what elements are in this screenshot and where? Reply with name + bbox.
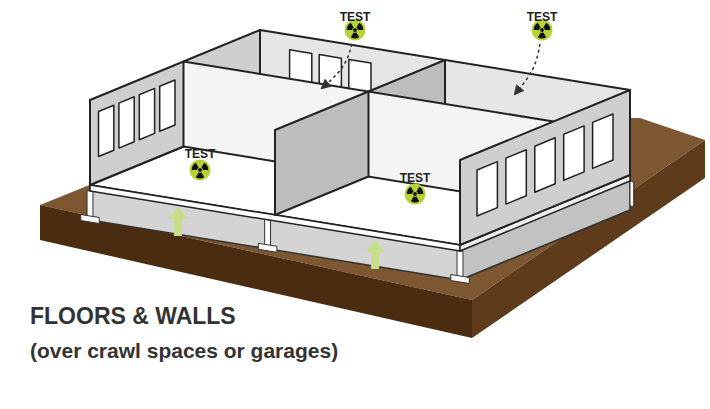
test-label: TEST [527, 10, 558, 24]
window [535, 138, 555, 192]
title: FLOORS & WALLS [30, 302, 236, 330]
footing [81, 215, 100, 224]
radiation-icon [190, 160, 211, 181]
window [160, 80, 175, 131]
icon-blade [411, 196, 419, 202]
dashed-arrow [322, 44, 352, 88]
footing [451, 275, 470, 284]
footing [258, 243, 277, 252]
radiation-icon [405, 184, 426, 205]
icon-blade [196, 172, 204, 178]
window [477, 162, 497, 216]
icon-center [353, 28, 357, 32]
test-label: TEST [400, 171, 431, 185]
window [506, 150, 526, 204]
post [630, 181, 634, 207]
icon-center [198, 168, 202, 172]
post [87, 191, 93, 218]
icon-center [540, 28, 544, 32]
right-wall [460, 90, 630, 245]
caption: (over crawl spaces or garages) [30, 338, 338, 364]
window [564, 126, 584, 180]
window [593, 114, 613, 168]
icon-disc [405, 184, 426, 205]
icon-blade [416, 187, 423, 194]
window [139, 88, 154, 139]
radon-arrow [168, 207, 188, 236]
radon-arrow [365, 240, 385, 269]
window [99, 105, 114, 156]
icon-disc [190, 160, 211, 181]
test-label: TEST [185, 147, 216, 161]
partition-wall [275, 92, 369, 216]
icon-blade [538, 32, 546, 38]
test-label: TEST [340, 10, 371, 24]
icon-blade [192, 163, 199, 170]
post [265, 219, 271, 246]
icon-blade [351, 32, 359, 38]
icon-blade [201, 163, 208, 170]
icon-center [413, 192, 417, 196]
icon-blade [407, 187, 414, 194]
window [119, 97, 134, 148]
post [457, 251, 463, 278]
dashed-arrow [515, 44, 540, 94]
